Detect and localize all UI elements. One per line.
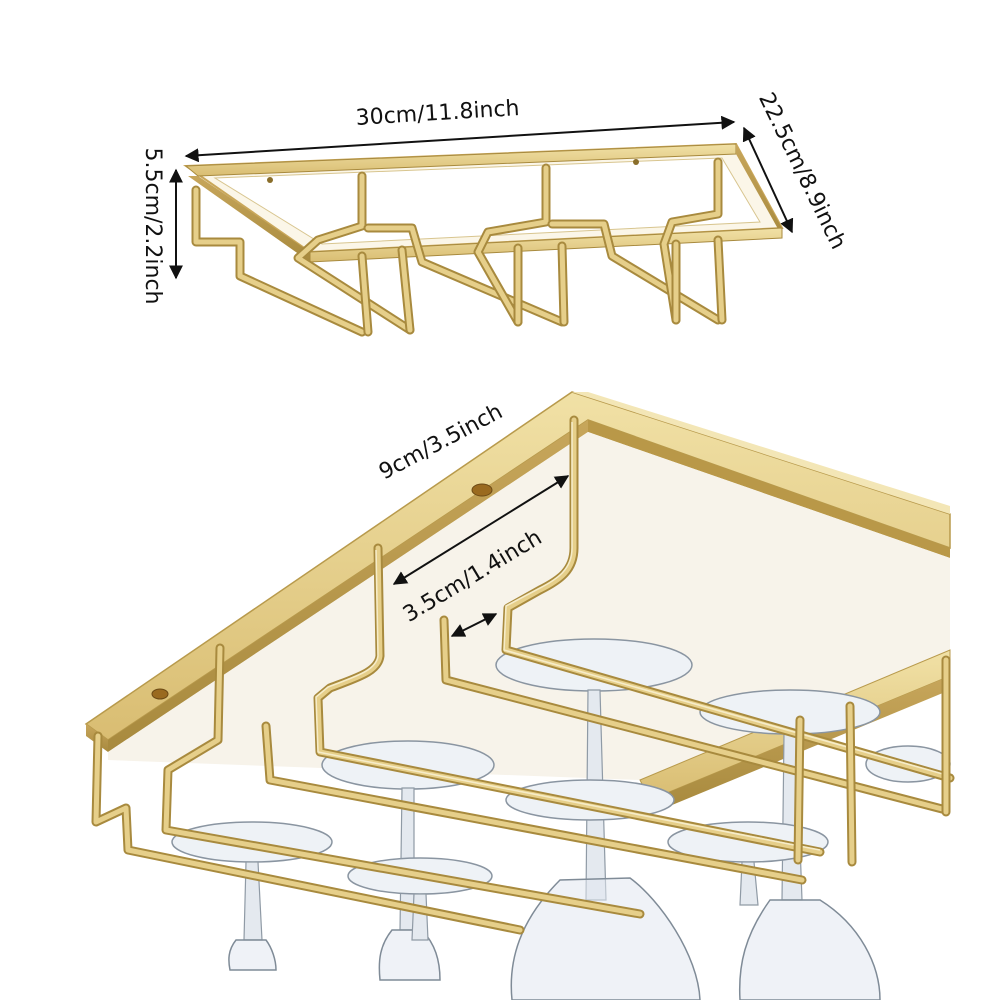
- row-spacing-arrow-icon: [392, 475, 570, 585]
- wine-glass: [495, 638, 701, 1000]
- length-label: 30cm/11.8inch: [355, 96, 520, 131]
- depth-arrow-icon: [742, 126, 794, 234]
- length-arrow-icon: [184, 115, 736, 163]
- top-rack-rails: [191, 157, 727, 337]
- top-rack-diagram: 30cm/11.8inch 22.5cm/8.9inch 5.5cm/2.2in…: [140, 89, 851, 337]
- slot-width-arrow-icon: [450, 613, 498, 637]
- height-label: 5.5cm/2.2inch: [140, 147, 165, 304]
- closeup-rack-rails: [91, 415, 955, 935]
- closeup-rack-photo: 9cm/3.5inch 3.5cm/1.4inch: [84, 391, 955, 1000]
- wine-glasses: [171, 638, 951, 1000]
